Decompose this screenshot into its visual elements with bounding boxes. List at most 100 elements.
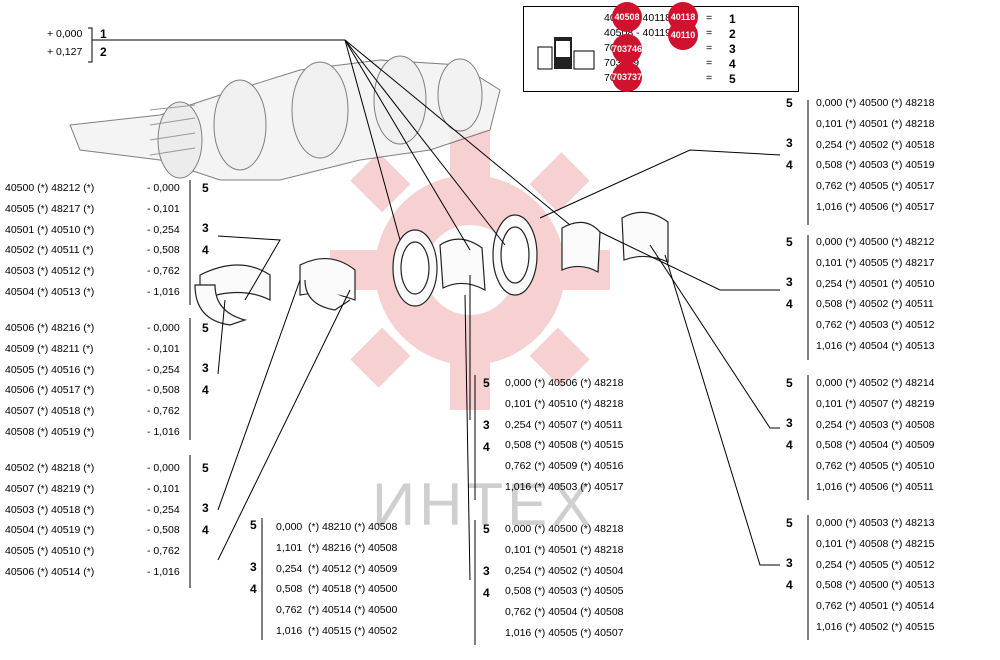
code-badge: 703746 [612, 34, 642, 64]
right-row: 0,254 (*) 40505 (*) 40512 [816, 558, 935, 571]
center-left-part: (*) 40515 (*) 40502 [308, 625, 398, 637]
center-a-row: 0,508 (*) 40508 (*) 40515 [505, 439, 624, 452]
marker-four: 4 [250, 582, 257, 596]
left-part-number: 40502 (*) 40511 (*) [5, 244, 94, 257]
left-part-number: 40506 (*) 48216 (*) [5, 322, 95, 334]
left-undersize: - 0,762 [147, 405, 180, 418]
marker-five: 5 [250, 518, 257, 532]
marker-five: 5 [202, 321, 209, 335]
center-left-part: (*) 40514 (*) 40500 [308, 604, 398, 617]
right-row: 1,016 (*) 40506 (*) 40511 [816, 481, 934, 493]
left-part-number: 40504 (*) 40519 (*) [5, 524, 95, 537]
marker-five: 5 [483, 522, 490, 536]
marker-three: 3 [250, 560, 257, 574]
marker-four: 4 [786, 297, 793, 311]
right-row: 1,016 (*) 40504 (*) 40513 [816, 340, 935, 352]
right-row: 0,000 (*) 40500 (*) 48212 [816, 236, 935, 248]
product-package-icon [537, 37, 595, 70]
right-row: 0,508 (*) 40503 (*) 40519 [816, 159, 935, 172]
left-undersize: - 0,508 [147, 524, 180, 537]
center-left-value: 1,101 [276, 541, 303, 554]
marker-three: 3 [786, 416, 793, 430]
right-row: 0,762 (*) 40503 (*) 40512 [816, 319, 935, 332]
legend-eq: = [706, 12, 713, 24]
right-row: 1,016 (*) 40506 (*) 40517 [816, 201, 935, 213]
left-undersize: - 0,254 [147, 363, 180, 376]
left-part-number: 40503 (*) 40518 (*) [5, 503, 95, 516]
right-row: 1,016 (*) 40502 (*) 40515 [816, 621, 935, 633]
marker-five: 5 [483, 376, 490, 390]
marker-five: 5 [786, 96, 793, 110]
right-row: 0,508 (*) 40504 (*) 40509 [816, 439, 935, 452]
left-undersize: - 0,000 [147, 182, 180, 194]
right-row: 0,508 (*) 40502 (*) 40511 [816, 298, 934, 311]
left-undersize: - 0,762 [147, 545, 180, 558]
tolerance-top-id: 1 [100, 27, 107, 41]
center-b-row: 0,000 (*) 40500 (*) 48218 [505, 523, 624, 535]
code-badge: 40508 [612, 2, 642, 32]
left-undersize: - 1,016 [147, 286, 180, 298]
left-part-number: 40507 (*) 48219 (*) [5, 482, 95, 495]
left-undersize: - 0,508 [147, 384, 180, 397]
center-a-row: 0,101 (*) 40510 (*) 48218 [505, 397, 624, 410]
legend-eq: = [706, 27, 713, 39]
left-undersize: - 0,101 [147, 342, 180, 355]
center-a-row: 0,254 (*) 40507 (*) 40511 [505, 418, 623, 431]
right-row: 0,101 (*) 40501 (*) 48218 [816, 117, 935, 130]
right-row: 0,101 (*) 40508 (*) 48215 [816, 537, 935, 550]
center-b-row: 1,016 (*) 40505 (*) 40507 [505, 627, 624, 639]
center-left-value: 0,508 [276, 583, 303, 596]
marker-four: 4 [786, 438, 793, 452]
center-left-value: 0,762 [276, 604, 303, 617]
marker-three: 3 [202, 221, 209, 235]
left-part-number: 40504 (*) 40513 (*) [5, 286, 95, 298]
right-row: 0,762 (*) 40505 (*) 40510 [816, 460, 935, 473]
left-part-number: 40501 (*) 40510 (*) [5, 223, 95, 236]
legend-code: 40508 - 40119 [604, 27, 671, 39]
marker-four: 4 [483, 440, 490, 454]
marker-three: 3 [483, 564, 490, 578]
marker-three: 3 [786, 136, 793, 150]
left-undersize: - 0,254 [147, 223, 180, 236]
left-undersize: - 0,254 [147, 503, 180, 516]
center-b-row: 0,762 (*) 40504 (*) 40508 [505, 606, 624, 619]
right-row: 0,000 (*) 40503 (*) 48213 [816, 517, 935, 529]
right-row: 0,000 (*) 40502 (*) 48214 [816, 377, 935, 389]
right-row: 0,762 (*) 40501 (*) 40514 [816, 600, 935, 613]
legend-eq: = [706, 42, 713, 54]
right-row: 0,254 (*) 40502 (*) 40518 [816, 138, 935, 151]
marker-five: 5 [786, 376, 793, 390]
right-row: 0,254 (*) 40501 (*) 40510 [816, 277, 935, 290]
legend-eq: = [706, 57, 713, 69]
left-undersize: - 0,762 [147, 265, 180, 278]
left-undersize: - 0,508 [147, 244, 180, 257]
center-a-row: 0,762 (*) 40509 (*) 40516 [505, 460, 624, 473]
left-part-number: 40506 (*) 40514 (*) [5, 566, 95, 578]
marker-four: 4 [202, 523, 209, 537]
tolerance-bottom-id: 2 [100, 45, 107, 59]
code-badge: 40110 [668, 20, 698, 50]
legend-num: 3 [729, 42, 736, 56]
center-left-value: 1,016 [276, 625, 303, 637]
left-part-number: 40508 (*) 40519 (*) [5, 426, 95, 438]
left-part-number: 40505 (*) 40510 (*) [5, 545, 95, 558]
marker-three: 3 [786, 556, 793, 570]
center-left-part: (*) 48216 (*) 40508 [308, 541, 398, 554]
left-undersize: - 0,000 [147, 462, 180, 474]
left-undersize: - 0,101 [147, 482, 180, 495]
center-a-row: 0,000 (*) 40506 (*) 48218 [505, 377, 624, 389]
marker-five: 5 [202, 461, 209, 475]
left-part-number: 40506 (*) 40517 (*) [5, 384, 95, 397]
marker-three: 3 [202, 361, 209, 375]
left-undersize: - 1,016 [147, 426, 180, 438]
code-badge: 703737 [612, 62, 642, 92]
marker-three: 3 [786, 275, 793, 289]
marker-three: 3 [202, 501, 209, 515]
left-part-number: 40505 (*) 48217 (*) [5, 202, 95, 215]
legend-eq: = [706, 72, 713, 84]
legend-num: 2 [729, 27, 736, 41]
center-b-row: 0,508 (*) 40503 (*) 40505 [505, 585, 624, 598]
center-b-row: 0,101 (*) 40501 (*) 48218 [505, 543, 624, 556]
left-part-number: 40503 (*) 40512 (*) [5, 265, 95, 278]
